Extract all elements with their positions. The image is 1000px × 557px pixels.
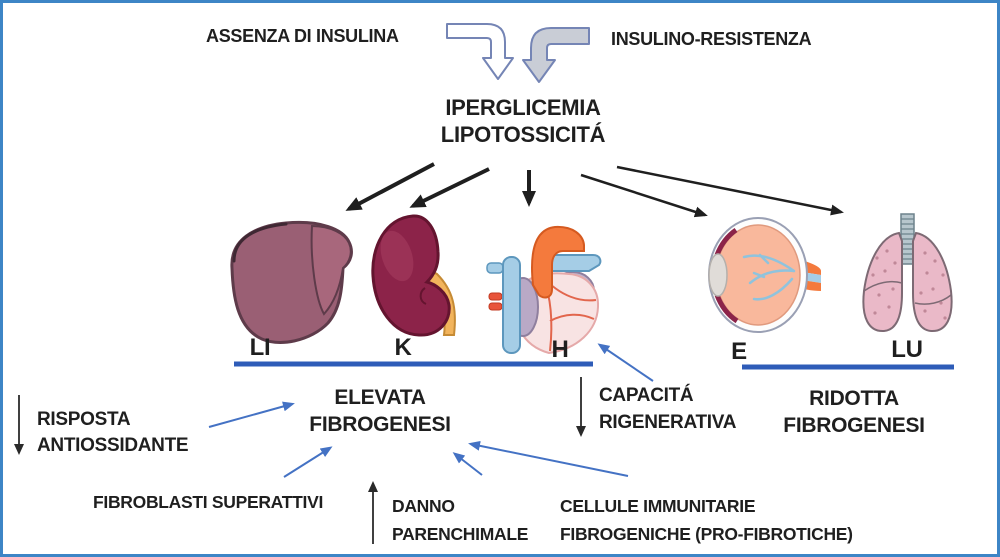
reduced-line1: RIDOTTA [809,387,899,410]
parenchymal-damage-label: DANNO PARENCHIMALE [392,492,528,548]
eye-lens [708,253,728,297]
organ-label-kidney: K [394,334,412,361]
antioxidant-line1: RISPOSTA [37,409,131,430]
fibroblasts-to-fibrogenesis-arrow [283,446,333,478]
heart-pulmonary-artery [548,254,602,272]
arrow-to-kidney [409,167,490,208]
immune-line2: FIBROGENICHE (PRO-FIBROTICHE) [560,524,853,544]
antioxidant-line2: ANTIOSSIDANTE [37,435,189,456]
immune-to-fibrogenesis-arrow [468,440,629,477]
organ-label-lungs: LU [891,336,923,363]
lipotoxicity-line: LIPOTOSSICITÁ [440,122,606,147]
kidney-hilum [419,287,427,305]
immune-cells-label: CELLULE IMMUNITARIE FIBROGENICHE (PRO-FI… [560,492,853,548]
antioxidant-response-label: RISPOSTA ANTIOSSIDANTE [37,407,189,459]
heart-aorta [531,225,585,299]
organ-label-eye: E [731,338,747,365]
heart-left-stub-red2 [488,302,503,311]
lungs-trachea [900,213,915,265]
antioxidant-to-fibrogenesis-arrow [208,401,295,428]
reduced-line2: FIBROGENESI [783,414,925,437]
elevated-line2: FIBROGENESI [309,413,451,436]
damage-to-fibrogenesis-arrow [452,452,483,476]
damage-line1: DANNO [392,496,455,516]
reduced-fibrogenesis-label: RIDOTTA FIBROGENESI [783,385,925,439]
heart-left-stub-blue [486,262,504,274]
eye-choroid-rim-bottom [714,294,739,324]
arrow-to-eye [580,173,708,218]
hyperglycemia-line: IPERGLICEMIA [445,95,601,120]
regenerative-line1: CAPACITÁ [599,385,694,406]
organ-label-liver: LI [249,334,271,361]
damage-line2: PARENCHIMALE [392,524,529,544]
heart-illustration [486,225,602,355]
eye-retinal-vessels [742,253,796,301]
eye-illustration [708,217,821,333]
insulin-absence-label: ASSENZA DI INSULINA [206,26,399,46]
lungs-left-fissure [914,294,952,305]
regenerative-line2: RIGENERATIVA [599,412,737,433]
hyperactive-fibroblasts-label: FIBROBLASTI SUPERATTIVI [93,492,323,512]
lungs-illustration [862,213,953,333]
regenerative-to-heart-arrow [597,343,654,382]
immune-line1: CELLULE IMMUNITARIE [560,496,756,516]
heart-vena-cava [502,256,521,354]
lungs-right-fissure [863,280,903,292]
insulin-absence-block-arrow [446,23,514,80]
liver-illustration [230,220,353,344]
arrow-to-liver [345,162,435,211]
kidney-illustration [371,214,456,337]
elevated-fibrogenesis-label: ELEVATA FIBROGENESI [309,384,451,438]
insulin-resistance-label: INSULINO-RESISTENZA [611,29,812,49]
liver-right-lobe [310,224,352,316]
elevated-line1: ELEVATA [334,386,426,409]
heart-left-stub-red1 [488,292,503,301]
kidney-highlight [380,230,414,282]
hyperglycemia-lipotoxicity-title: IPERGLICEMIA LIPOTOSSICITÁ [440,94,606,148]
arrow-to-lungs [616,165,844,216]
regenerative-capacity-label: CAPACITÁ RIGENERATIVA [599,382,736,436]
organ-label-heart: H [551,336,569,363]
insulin-resistance-block-arrow [522,27,590,83]
lungs-left-lobe [912,231,953,333]
arrows-layer [14,23,954,544]
lungs-texture-dots [871,249,947,320]
liver-top-edge [232,222,288,263]
